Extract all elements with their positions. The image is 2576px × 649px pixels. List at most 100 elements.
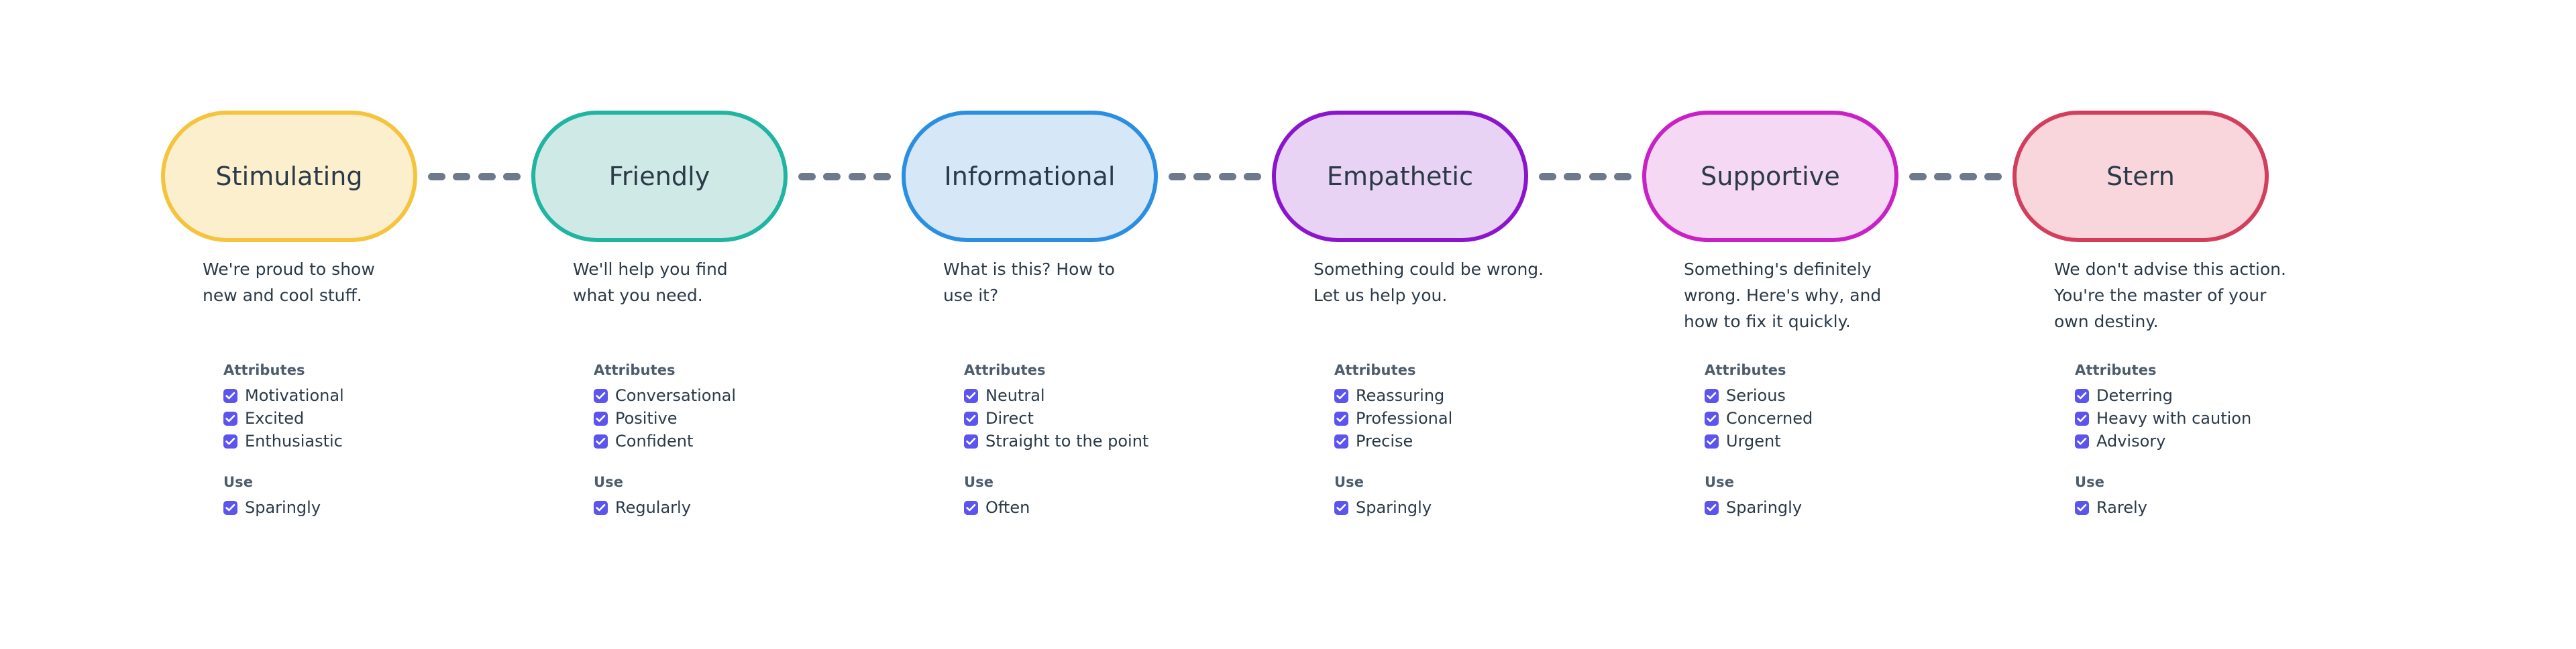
attribute-item-label: Serious: [1726, 386, 1786, 405]
tone-description: What is this? How to use it?: [943, 256, 1232, 308]
attribute-item[interactable]: Precise: [1334, 430, 1629, 453]
pill-label: Supportive: [1701, 162, 1840, 191]
use-heading: Use: [594, 474, 624, 490]
attribute-item-label: Positive: [615, 409, 678, 428]
checkbox-checked-icon[interactable]: [594, 388, 608, 403]
attribute-item[interactable]: Concerned: [1705, 407, 2000, 430]
pill-shape[interactable]: Stern: [2012, 111, 2269, 242]
checkbox-checked-icon[interactable]: [223, 500, 237, 515]
checkbox-checked-icon[interactable]: [1334, 411, 1348, 426]
tone-pill-row: Stimulating Friendly Informational Empathet…: [161, 111, 2415, 242]
checkbox-checked-icon[interactable]: [1705, 434, 1719, 449]
attribute-item-label: Urgent: [1726, 432, 1781, 451]
attribute-item[interactable]: Excited: [223, 407, 519, 430]
attribute-item[interactable]: Enthusiastic: [223, 430, 519, 453]
attribute-item-label: Excited: [245, 409, 305, 428]
attribute-heading: Attributes: [1705, 362, 1786, 378]
checkbox-checked-icon[interactable]: [594, 500, 608, 515]
attribute-heading: Attributes: [223, 362, 305, 378]
connector-dash: [428, 172, 445, 180]
use-item[interactable]: Sparingly: [1705, 496, 2000, 519]
attribute-item[interactable]: Conversational: [594, 384, 889, 407]
attribute-item[interactable]: Direct: [964, 407, 1259, 430]
connector-dash: [823, 172, 841, 180]
attribute-item[interactable]: Heavy with caution: [2075, 407, 2370, 430]
use-item[interactable]: Regularly: [594, 496, 889, 519]
attribute-item[interactable]: Neutral: [964, 384, 1259, 407]
checkbox-checked-icon[interactable]: [1334, 434, 1348, 449]
checkbox-checked-icon[interactable]: [1705, 500, 1719, 515]
dashed-line-icon: [1898, 172, 2012, 180]
connector-dash: [1909, 172, 1927, 180]
attribute-item[interactable]: Professional: [1334, 407, 1629, 430]
connector-dash: [1984, 172, 2002, 180]
checkbox-checked-icon[interactable]: [594, 434, 608, 449]
checkbox-checked-icon[interactable]: [223, 434, 237, 449]
tone-description: We don't advise this action.You're the m…: [2054, 256, 2343, 335]
attribute-item-label: Conversational: [615, 386, 737, 405]
attribute-item[interactable]: Positive: [594, 407, 889, 430]
checkbox-checked-icon[interactable]: [594, 411, 608, 426]
checkbox-checked-icon[interactable]: [2075, 388, 2089, 403]
attribute-item[interactable]: Reassuring: [1334, 384, 1629, 407]
description-line: new and cool stuff.: [203, 286, 362, 305]
use-heading: Use: [2075, 474, 2105, 490]
tone-pill-empathetic: Empathetic: [1272, 111, 1528, 242]
attribute-item-label: Enthusiastic: [245, 432, 343, 451]
attribute-item-label: Confident: [615, 432, 694, 451]
attribute-item-label: Concerned: [1726, 409, 1813, 428]
checkbox-checked-icon[interactable]: [964, 500, 978, 515]
attribute-heading: Attributes: [1334, 362, 1416, 378]
use-item-label: Regularly: [615, 498, 691, 517]
attribute-item[interactable]: Advisory: [2075, 430, 2370, 453]
description-line: You're the master of your: [2054, 286, 2267, 305]
checkbox-checked-icon[interactable]: [964, 411, 978, 426]
use-item[interactable]: Rarely: [2075, 496, 2370, 519]
pill-shape[interactable]: Informational: [902, 111, 1158, 242]
use-item[interactable]: Often: [964, 496, 1259, 519]
checkbox-checked-icon[interactable]: [2075, 411, 2089, 426]
attribute-item[interactable]: Urgent: [1705, 430, 2000, 453]
attribute-item[interactable]: Serious: [1705, 384, 2000, 407]
pill-shape[interactable]: Stimulating: [161, 111, 417, 242]
checkbox-checked-icon[interactable]: [1705, 411, 1719, 426]
attribute-item-label: Advisory: [2096, 432, 2166, 451]
checkbox-checked-icon[interactable]: [1334, 500, 1348, 515]
checkbox-checked-icon[interactable]: [2075, 434, 2089, 449]
description-line: use it?: [943, 286, 999, 305]
attribute-item-label: Neutral: [985, 386, 1045, 405]
attribute-item[interactable]: Deterring: [2075, 384, 2370, 407]
checkbox-checked-icon[interactable]: [1334, 388, 1348, 403]
use-heading: Use: [223, 474, 254, 490]
connector-dash: [1218, 172, 1236, 180]
pill-shape[interactable]: Empathetic: [1272, 111, 1528, 242]
attribute-item[interactable]: Confident: [594, 430, 889, 453]
tone-pill-informational: Informational: [902, 111, 1158, 242]
use-item[interactable]: Sparingly: [223, 496, 519, 519]
checkbox-checked-icon[interactable]: [1705, 388, 1719, 403]
use-item[interactable]: Sparingly: [1334, 496, 1629, 519]
description-line: Something's definitely: [1684, 259, 1872, 279]
use-heading: Use: [1334, 474, 1364, 490]
checkbox-checked-icon[interactable]: [964, 434, 978, 449]
pill-shape[interactable]: Friendly: [531, 111, 788, 242]
description-line: What is this? How to: [943, 259, 1115, 279]
checkbox-checked-icon[interactable]: [223, 388, 237, 403]
checkbox-checked-icon[interactable]: [964, 388, 978, 403]
pill-shape[interactable]: Supportive: [1642, 111, 1898, 242]
connector-dash: [1934, 172, 1952, 180]
attribute-item-label: Straight to the point: [985, 432, 1149, 451]
checkbox-checked-icon[interactable]: [2075, 500, 2089, 515]
checkbox-checked-icon[interactable]: [223, 411, 237, 426]
attribute-item[interactable]: Straight to the point: [964, 430, 1259, 453]
attribute-item[interactable]: Motivational: [223, 384, 519, 407]
